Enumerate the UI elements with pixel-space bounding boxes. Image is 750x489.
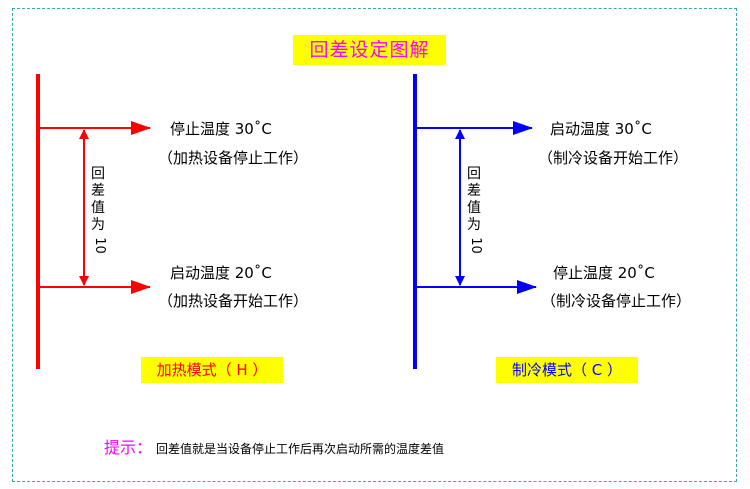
cooling-stop-sub: （制冷设备停止工作） xyxy=(541,292,692,310)
tip-text: 回差值就是当设备停止工作后再次启动所需的温度差值 xyxy=(156,442,445,456)
heating-stop-label: 停止温度 30˚C xyxy=(170,120,272,138)
heating-start-label: 启动温度 20˚C xyxy=(170,264,272,282)
heating-start-sub: （加热设备开始工作） xyxy=(158,292,309,310)
heating-mode-label: 加热模式（ H ） xyxy=(141,357,283,383)
tip-line: 提示：回差值就是当设备停止工作后再次启动所需的温度差值 xyxy=(104,434,444,458)
heating-diff-label: 回差值为 xyxy=(91,166,105,233)
heating-diff-value: 10 xyxy=(91,237,107,254)
cooling-diff-label: 回差值为 xyxy=(467,166,481,233)
dashed-frame xyxy=(12,8,737,482)
cooling-start-sub: （制冷设备开始工作） xyxy=(538,149,689,167)
diagram-title: 回差设定图解 xyxy=(293,35,446,65)
cooling-diff-value: 10 xyxy=(467,237,483,254)
heating-stop-sub: （加热设备停止工作） xyxy=(158,149,309,167)
cooling-stop-label: 停止温度 20˚C xyxy=(553,264,655,282)
cooling-start-label: 启动温度 30˚C xyxy=(550,120,652,138)
tip-label: 提示： xyxy=(104,438,153,457)
cooling-mode-label: 制冷模式（ C ） xyxy=(496,357,638,383)
